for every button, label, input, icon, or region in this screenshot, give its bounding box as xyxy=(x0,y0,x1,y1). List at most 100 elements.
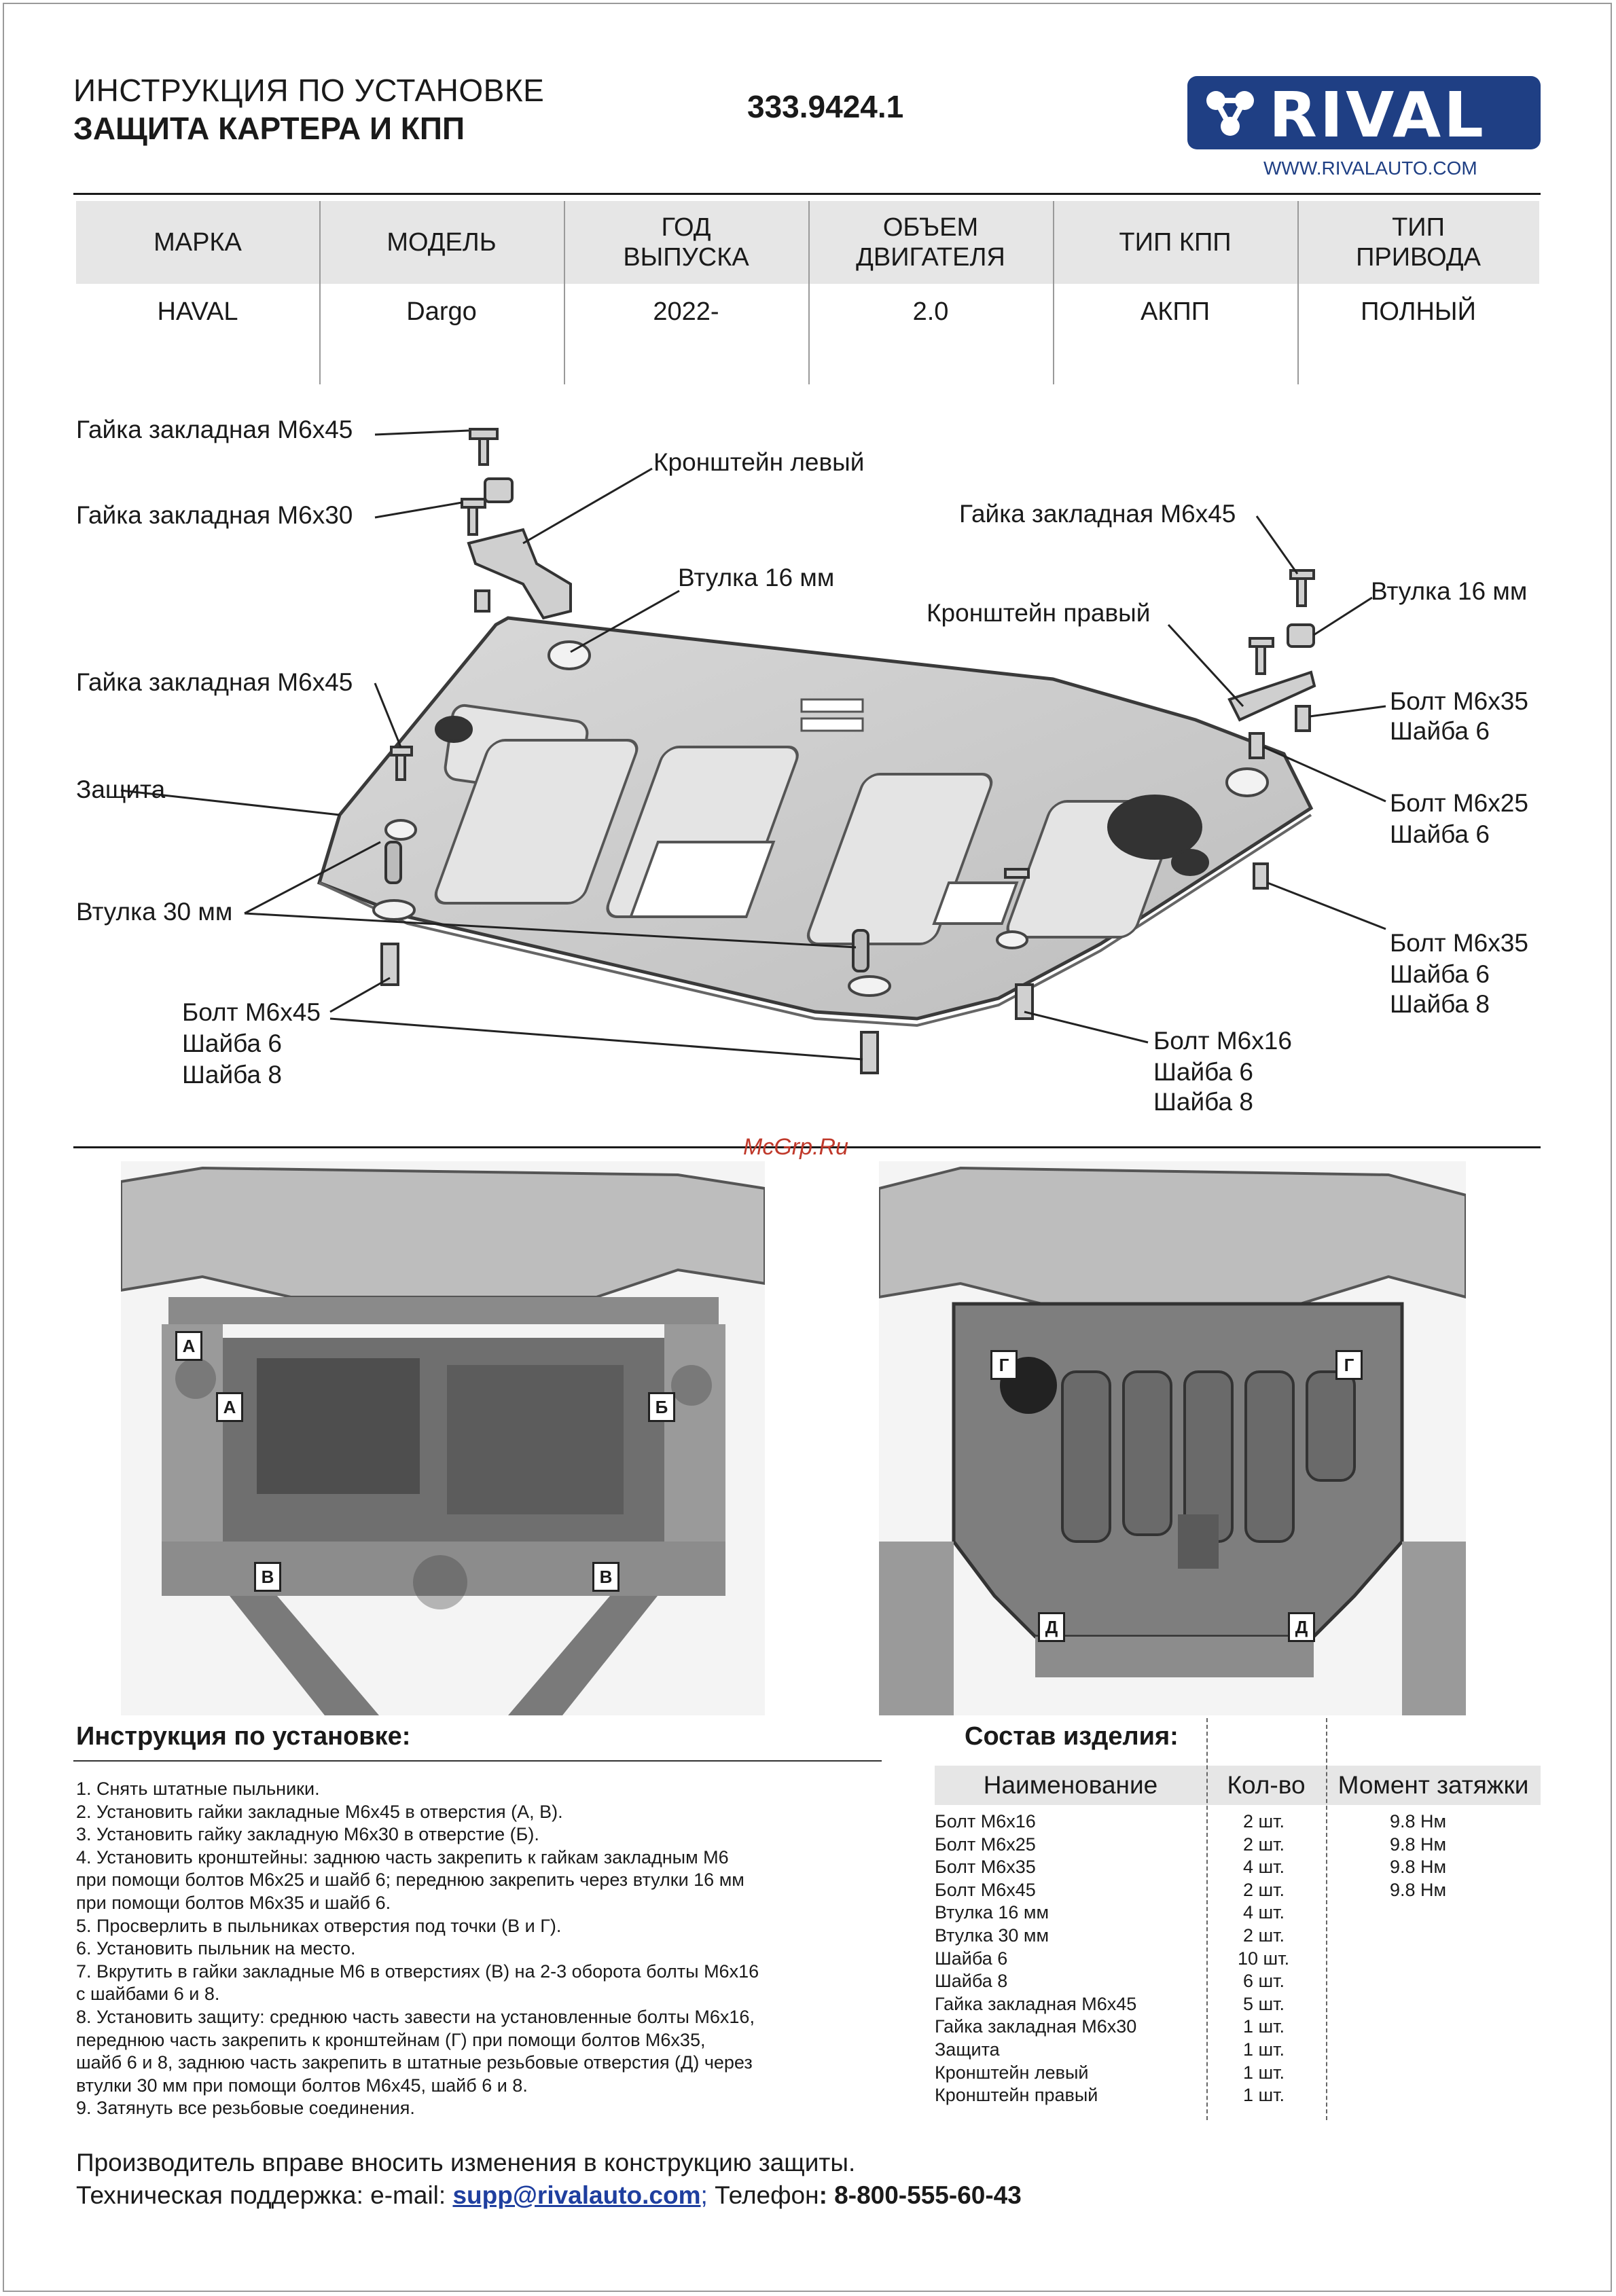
label-bushing-30: Втулка 30 мм xyxy=(76,898,233,926)
mount-point-marker-v: В xyxy=(592,1562,620,1592)
label-bolt-m6x16-2: Шайба 6 xyxy=(1153,1058,1253,1086)
nut-icon xyxy=(1255,645,1266,675)
nut-icon xyxy=(1296,577,1307,607)
instruction-step: втулки 30 мм при помощи болтов М6х45, ша… xyxy=(76,2075,528,2096)
part-name: Кронштейн правый xyxy=(935,2085,1098,2106)
mount-point-marker-g: Г xyxy=(1335,1350,1363,1380)
instruction-step: шайб 6 и 8, заднюю часть закрепить в шта… xyxy=(76,2052,753,2073)
table-column-divider xyxy=(319,201,321,384)
instruction-step: 1. Снять штатные пыльники. xyxy=(76,1779,320,1799)
header-divider xyxy=(73,193,1541,195)
bolt-icon xyxy=(1249,732,1265,759)
label-bolt-m6x45-3: Шайба 8 xyxy=(182,1061,282,1089)
watermark: McGrp.Ru xyxy=(743,1134,848,1160)
mount-point-marker-a: А xyxy=(216,1392,243,1422)
instruction-step: 2. Установить гайки закладные М6х45 в от… xyxy=(76,1801,563,1822)
part-qty: 1 шт. xyxy=(1243,2016,1285,2037)
bushing-16-icon xyxy=(484,477,514,503)
parts-row: Гайка закладная М6х30 1 шт. xyxy=(935,2016,1541,2039)
value-cell-brand: HAVAL xyxy=(157,297,238,326)
support-email-link[interactable]: supp@rivalauto.com xyxy=(452,2181,701,2209)
part-torque: 9.8 Нм xyxy=(1390,1811,1447,1832)
parts-row: Защита 1 шт. xyxy=(935,2039,1541,2062)
parts-row: Кронштейн левый 1 шт. xyxy=(935,2062,1541,2085)
parts-row: Кронштейн правый 1 шт. xyxy=(935,2084,1541,2107)
part-qty: 2 шт. xyxy=(1243,1811,1285,1832)
instruction-step: 6. Установить пыльник на место. xyxy=(76,1938,356,1959)
label-bushing-16-right: Втулка 16 мм xyxy=(1371,577,1528,605)
parts-header-qty: Кол-во xyxy=(1227,1771,1306,1799)
table-column-divider xyxy=(1053,201,1054,384)
part-qty: 2 шт. xyxy=(1243,1925,1285,1946)
parts-row: Болт М6х16 2 шт. 9.8 Нм xyxy=(935,1810,1541,1834)
bracket-right-icon xyxy=(1227,670,1316,722)
part-qty: 6 шт. xyxy=(1243,1971,1285,1992)
part-torque: 9.8 Нм xyxy=(1390,1857,1447,1878)
part-name: Кронштейн левый xyxy=(935,2062,1089,2083)
nut-icon xyxy=(467,506,478,536)
part-name: Болт М6х25 xyxy=(935,1834,1036,1855)
bolt-icon xyxy=(380,943,399,986)
bushing-30-icon xyxy=(852,929,869,972)
bushing-icon xyxy=(1225,767,1269,797)
part-qty: 1 шт. xyxy=(1243,2085,1285,2106)
parts-column-divider xyxy=(1326,1718,1327,2120)
page-frame xyxy=(3,3,1612,2292)
grommet-icon xyxy=(1171,849,1209,876)
label-bolt-m6x45-1: Болт М6х45 xyxy=(182,998,321,1026)
instruction-step: 4. Установить кронштейны: заднюю часть з… xyxy=(76,1846,729,1867)
part-name: Болт М6х45 xyxy=(935,1879,1036,1900)
label-nut-m6x45-top: Гайка закладная М6х45 xyxy=(76,416,353,443)
label-bolt-m6x35-right-1: Болт М6х35 xyxy=(1390,687,1528,715)
label-bolt-m6x35-lower-1: Болт М6х35 xyxy=(1390,929,1528,957)
label-bolt-m6x45-2: Шайба 6 xyxy=(182,1029,282,1057)
parts-column-divider xyxy=(1206,1718,1208,2120)
part-name: Защита xyxy=(935,2039,1000,2060)
value-cell-gearbox: АКПП xyxy=(1140,297,1210,326)
photo-underbody-before: А А Б В В xyxy=(121,1161,765,1715)
label-bolt-m6x35-lower-3: Шайба 8 xyxy=(1390,990,1490,1018)
part-torque: 9.8 Нм xyxy=(1390,1834,1447,1855)
phone-label: Телефон xyxy=(707,2181,819,2209)
nut-icon xyxy=(469,428,499,440)
header-cell-engine: ОБЪЕМ ДВИГАТЕЛЯ xyxy=(856,213,1005,272)
part-name: Болт М6х16 xyxy=(935,1811,1036,1832)
parts-row: Болт М6х35 4 шт. 9.8 Нм xyxy=(935,1856,1541,1879)
instructions-steps: 1. Снять штатные пыльники. 2. Установить… xyxy=(76,1778,891,2120)
underbody-engine-illustration xyxy=(121,1161,765,1715)
part-name: Втулка 16 мм xyxy=(935,1902,1049,1923)
website-link[interactable]: WWW.RIVALAUTO.COM xyxy=(1263,158,1477,179)
table-column-divider xyxy=(1297,201,1299,384)
support-separator: ; xyxy=(700,2181,708,2209)
grommet-icon xyxy=(435,716,473,743)
support-prefix: Техническая поддержка: e-mail: xyxy=(76,2181,453,2209)
instructions-divider xyxy=(73,1760,882,1762)
mount-point-marker-v: В xyxy=(254,1562,281,1592)
parts-title: Состав изделия: xyxy=(965,1722,1179,1751)
mount-point-marker-d: Д xyxy=(1038,1612,1065,1642)
header-cell-gearbox: ТИП КПП xyxy=(1119,228,1232,257)
part-qty: 10 шт. xyxy=(1238,1948,1290,1969)
footer-support: Техническая поддержка: e-mail: supp@riva… xyxy=(76,2181,1022,2210)
parts-row: Втулка 16 мм 4 шт. xyxy=(935,1901,1541,1925)
instruction-step: переднюю часть закрепить к кронштейнам (… xyxy=(76,2029,706,2050)
bushing-16-icon xyxy=(1287,623,1315,648)
part-name: Шайба 8 xyxy=(935,1971,1008,1992)
title-line-1: ИНСТРУКЦИЯ ПО УСТАНОВКЕ xyxy=(73,73,545,108)
part-qty: 2 шт. xyxy=(1243,1879,1285,1900)
instruction-step: при помощи болтов М6х25 и шайб 6; передн… xyxy=(76,1870,744,1891)
parts-row: Болт М6х25 2 шт. 9.8 Нм xyxy=(935,1834,1541,1857)
label-shield: Защита xyxy=(76,776,166,803)
slot-icon xyxy=(800,717,864,732)
section-divider xyxy=(73,1146,1541,1148)
part-name: Гайка закладная М6х30 xyxy=(935,2016,1137,2037)
photo-underbody-after: Г Г Д Д xyxy=(879,1161,1466,1715)
underbody-shield-illustration xyxy=(879,1161,1466,1715)
support-phone: : 8-800-555-60-43 xyxy=(819,2181,1022,2209)
header-cell-model: МОДЕЛЬ xyxy=(387,228,497,257)
instruction-step: при помощи болтов М6х35 и шайб 6. xyxy=(76,1892,391,1913)
shield-cutout xyxy=(628,841,776,918)
bolt-icon xyxy=(860,1031,879,1074)
instruction-step: 5. Просверлить в пыльниках отверстия под… xyxy=(76,1915,562,1936)
instruction-step: 3. Установить гайку закладную М6х30 в от… xyxy=(76,1824,539,1845)
